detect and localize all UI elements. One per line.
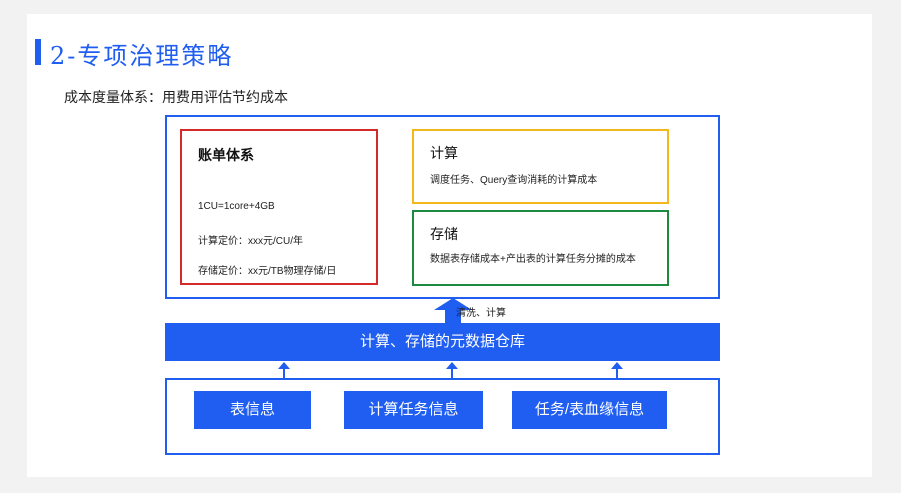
- compute-desc: 调度任务、Query查询消耗的计算成本: [430, 175, 598, 186]
- source-lineage-info: 任务/表血缘信息: [512, 391, 667, 429]
- billing-line-storage-price: 存储定价：xx元/TB物理存储/日: [198, 266, 337, 277]
- page-subtitle: 成本度量体系：用费用评估节约成本: [64, 89, 288, 105]
- cost-model-frame: [165, 115, 720, 299]
- flow-label: 清洗、计算: [456, 308, 506, 319]
- page-title: 2-专项治理策略: [50, 42, 234, 70]
- compute-title: 计算: [430, 145, 458, 161]
- source-arrow-icon: [446, 362, 458, 378]
- storage-desc: 数据表存储成本+产出表的计算任务分摊的成本: [430, 254, 636, 265]
- compute-box: 计算 调度任务、Query查询消耗的计算成本: [412, 129, 669, 204]
- source-arrow-icon: [278, 362, 290, 378]
- storage-box: 存储 数据表存储成本+产出表的计算任务分摊的成本: [412, 210, 669, 286]
- storage-title: 存储: [430, 226, 458, 242]
- billing-line-compute-price: 计算定价：xxx元/CU/年: [198, 236, 303, 247]
- flow-up-arrow-icon: [434, 298, 472, 324]
- source-table-info: 表信息: [194, 391, 311, 429]
- source-compute-task-info: 计算任务信息: [344, 391, 483, 429]
- source-arrow-icon: [611, 362, 623, 378]
- billing-title: 账单体系: [198, 147, 254, 163]
- sources-frame: [165, 378, 720, 455]
- metadata-warehouse-bar: 计算、存储的元数据仓库: [165, 323, 720, 361]
- title-accent-bar: [35, 39, 41, 65]
- billing-line-cu: 1CU=1core+4GB: [198, 201, 275, 212]
- billing-box: 账单体系 1CU=1core+4GB 计算定价：xxx元/CU/年 存储定价：x…: [180, 129, 378, 285]
